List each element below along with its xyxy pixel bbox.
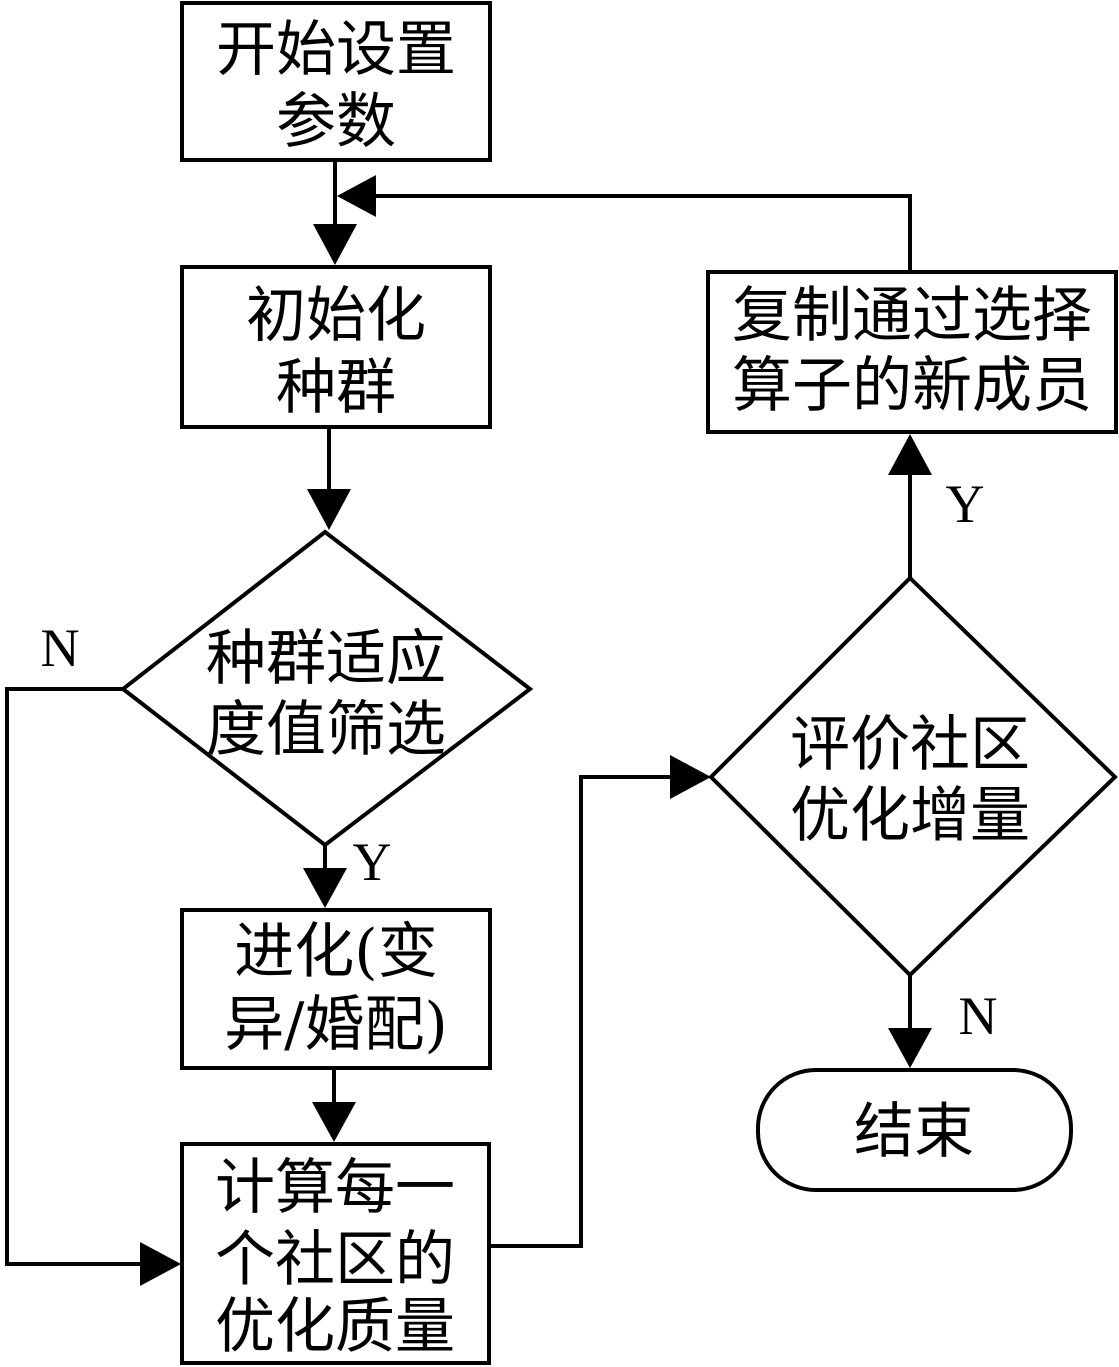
node-fitness-filter-line2: 度值筛选 [206, 695, 446, 765]
node-compute-quality-line1: 计算每一 [215, 1153, 455, 1223]
connector-evaluate-yes-to-copy [888, 434, 932, 578]
connector-filter-no-to-quality [5, 687, 181, 1286]
label-filter-no: N [41, 618, 80, 678]
node-start-params: 开始设置 参数 [180, 1, 492, 162]
node-copy-members-line2: 算子的新成员 [732, 351, 1092, 421]
connector-quality-to-evaluate [489, 755, 711, 1248]
connector-loop-back [337, 175, 912, 272]
node-end: 结束 [756, 1068, 1073, 1192]
node-init-population: 初始化 种群 [180, 265, 492, 429]
connector-init-to-filter [307, 427, 351, 530]
node-evaluate-increment-line2: 优化增量 [790, 781, 1030, 851]
node-start-params-line1: 开始设置 [216, 15, 456, 85]
node-compute-quality-line2: 个社区的 [215, 1225, 455, 1295]
node-evolve-line1: 进化(变 [234, 917, 437, 987]
node-evaluate-increment: 评价社区 优化增量 [708, 575, 1118, 978]
node-start-params-line2: 参数 [276, 87, 396, 157]
node-copy-members: 复制通过选择 算子的新成员 [706, 270, 1118, 434]
node-copy-members-line1: 复制通过选择 [732, 281, 1092, 351]
node-compute-quality: 计算每一 个社区的 优化质量 [180, 1142, 491, 1365]
node-init-population-line1: 初始化 [246, 281, 426, 351]
node-evolve: 进化(变 异/婚配) [180, 908, 492, 1070]
connector-start-to-init [313, 160, 357, 265]
node-compute-quality-line3: 优化质量 [215, 1292, 455, 1362]
label-evaluate-yes: Y [946, 474, 985, 534]
label-evaluate-no: N [959, 986, 998, 1046]
node-fitness-filter-line1: 种群适应 [206, 624, 446, 694]
connector-evolve-to-quality [312, 1068, 356, 1142]
node-evaluate-increment-line1: 评价社区 [790, 710, 1030, 780]
node-init-population-line2: 种群 [276, 353, 396, 423]
connector-evaluate-no-to-end [888, 975, 932, 1068]
connector-filter-yes-to-evolve [303, 845, 347, 908]
node-end-label: 结束 [854, 1097, 974, 1167]
node-evolve-line2: 异/婚配) [224, 990, 448, 1060]
node-fitness-filter: 种群适应 度值筛选 [119, 529, 534, 848]
label-filter-yes: Y [353, 832, 392, 892]
